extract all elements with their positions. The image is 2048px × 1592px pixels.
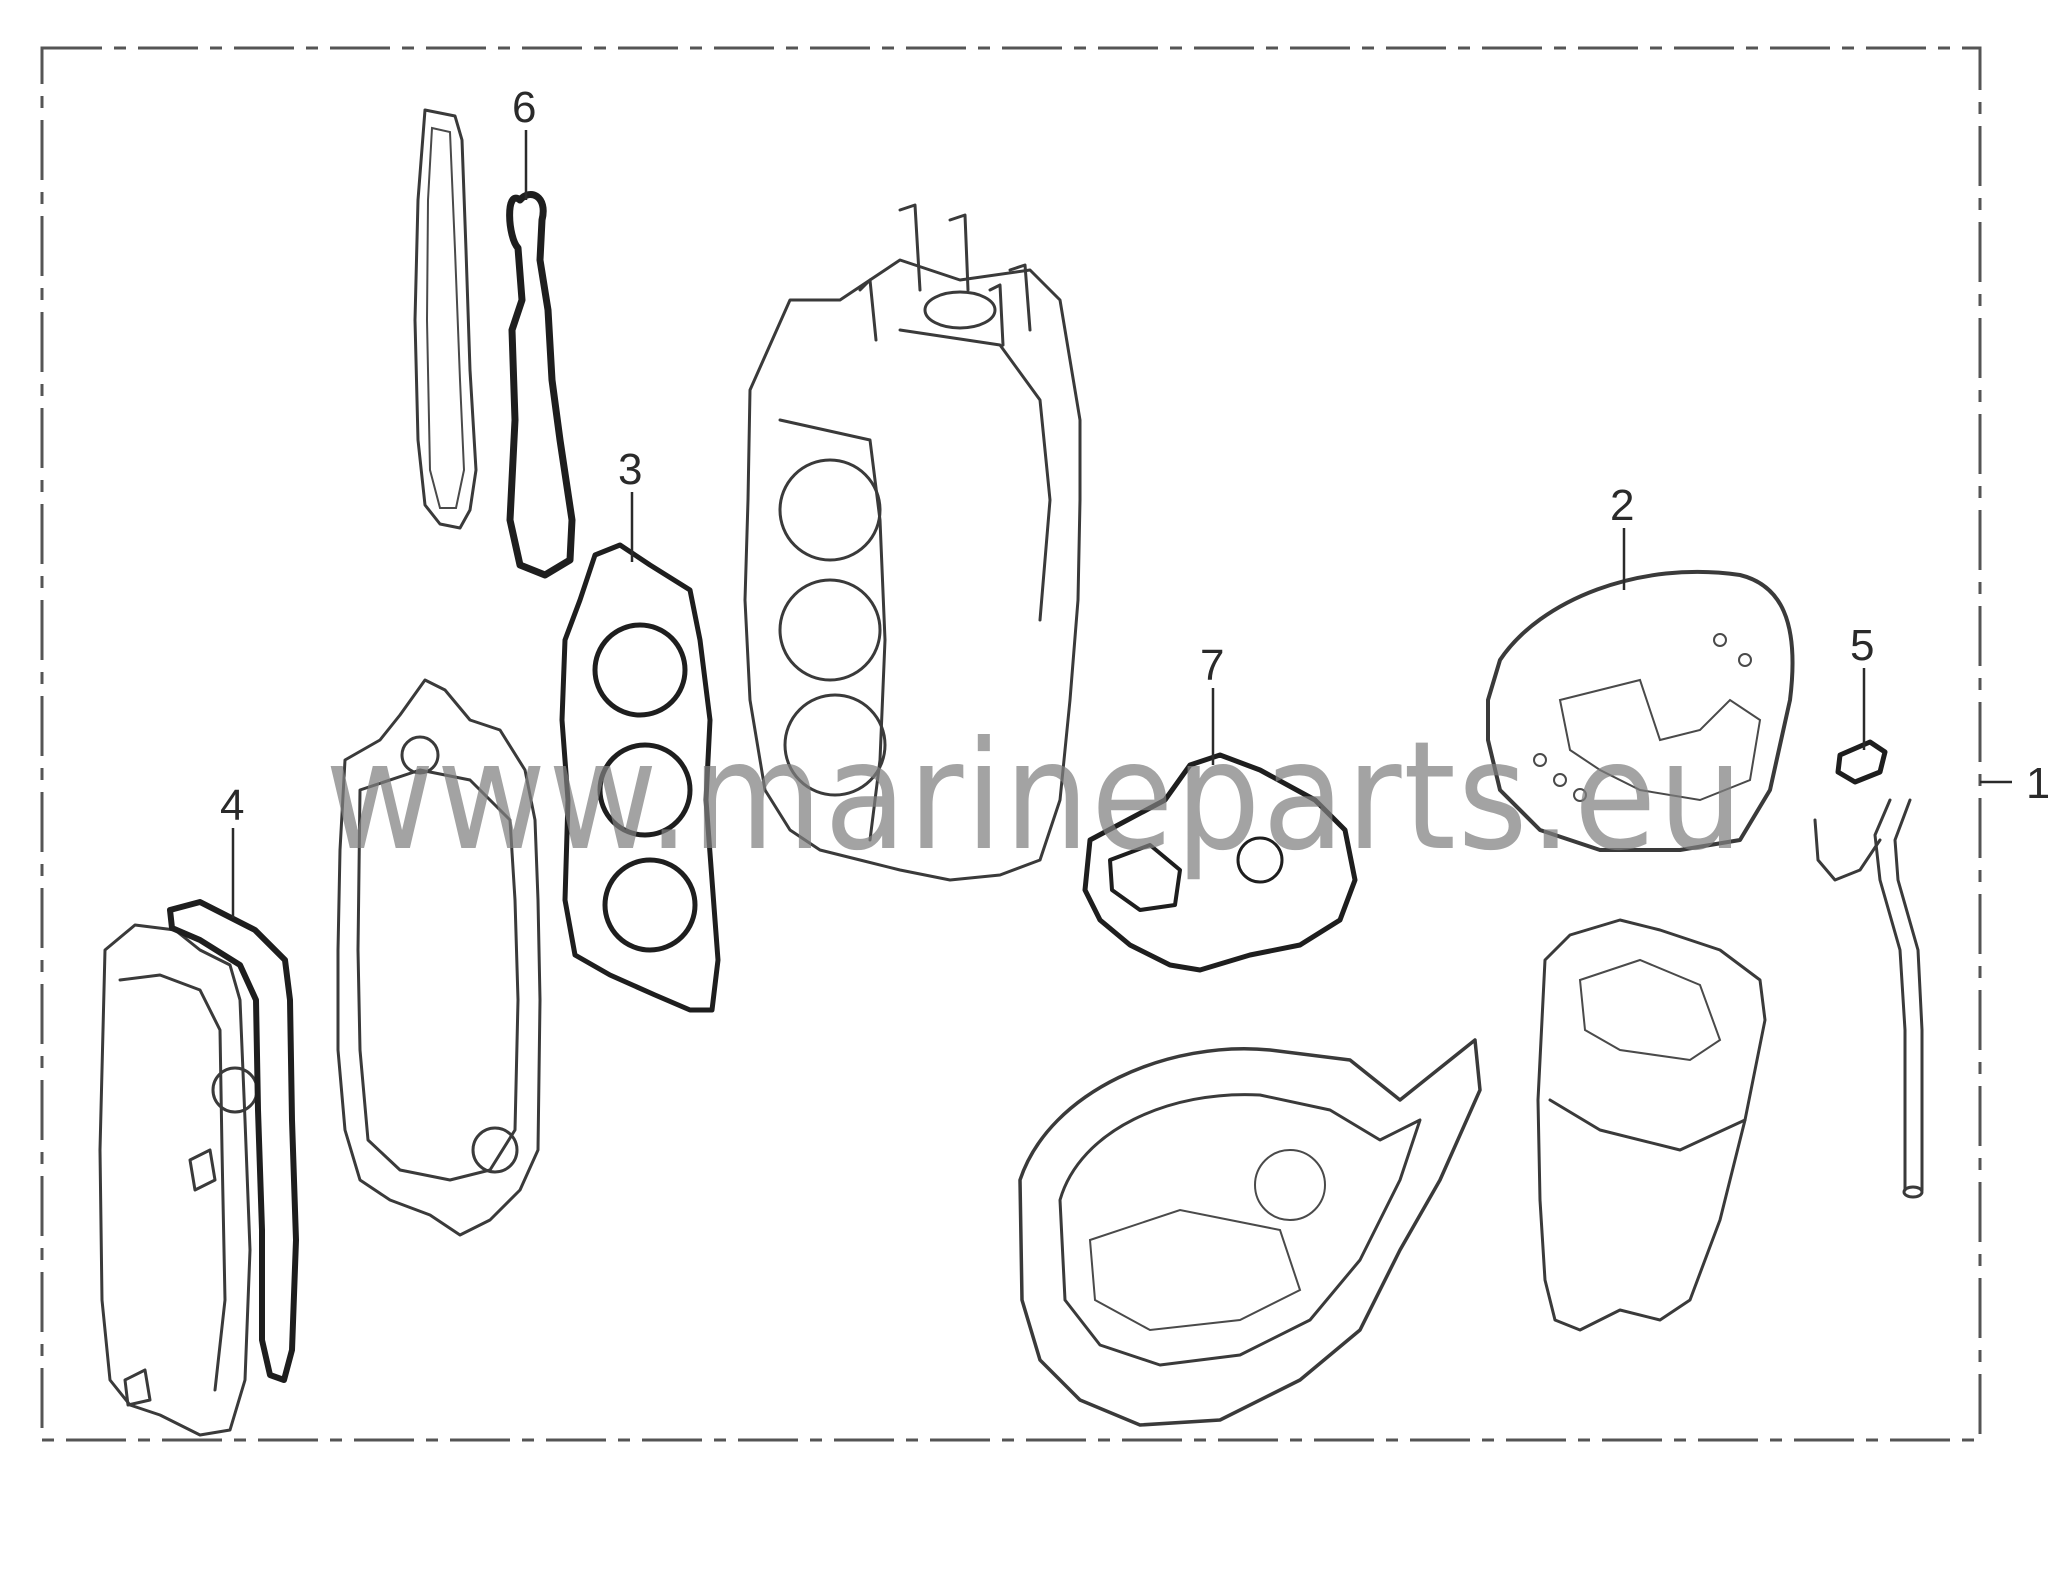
callout-3: 3: [618, 445, 642, 494]
assembly-frame: [40, 46, 1982, 1442]
part-6-cover: [413, 108, 478, 530]
cylinder-head-middle: [336, 678, 542, 1237]
cylinder-head-left: [98, 923, 259, 1437]
callout-6: 6: [512, 83, 536, 132]
part-5-small-gasket: [1835, 739, 1888, 785]
part-6-gasket: [506, 191, 576, 579]
callout-7: 7: [1200, 641, 1224, 690]
callout-5: 5: [1850, 621, 1874, 670]
lower-cowling: [1018, 1038, 1482, 1427]
watermark-text: www.marineparts.eu: [325, 710, 1745, 884]
callout-2: 2: [1610, 481, 1634, 530]
part-7-gasket: [1082, 752, 1358, 973]
dipstick-tube: [1813, 798, 1924, 1199]
part-3-head-gasket: [559, 542, 721, 1013]
part-2-plate-gasket: [1486, 569, 1795, 852]
callout-1: 1: [2026, 759, 2048, 808]
oil-pan: [1536, 918, 1767, 1332]
part-4-gasket: [167, 899, 299, 1383]
engine-block: [743, 203, 1082, 882]
callout-4: 4: [220, 781, 244, 830]
